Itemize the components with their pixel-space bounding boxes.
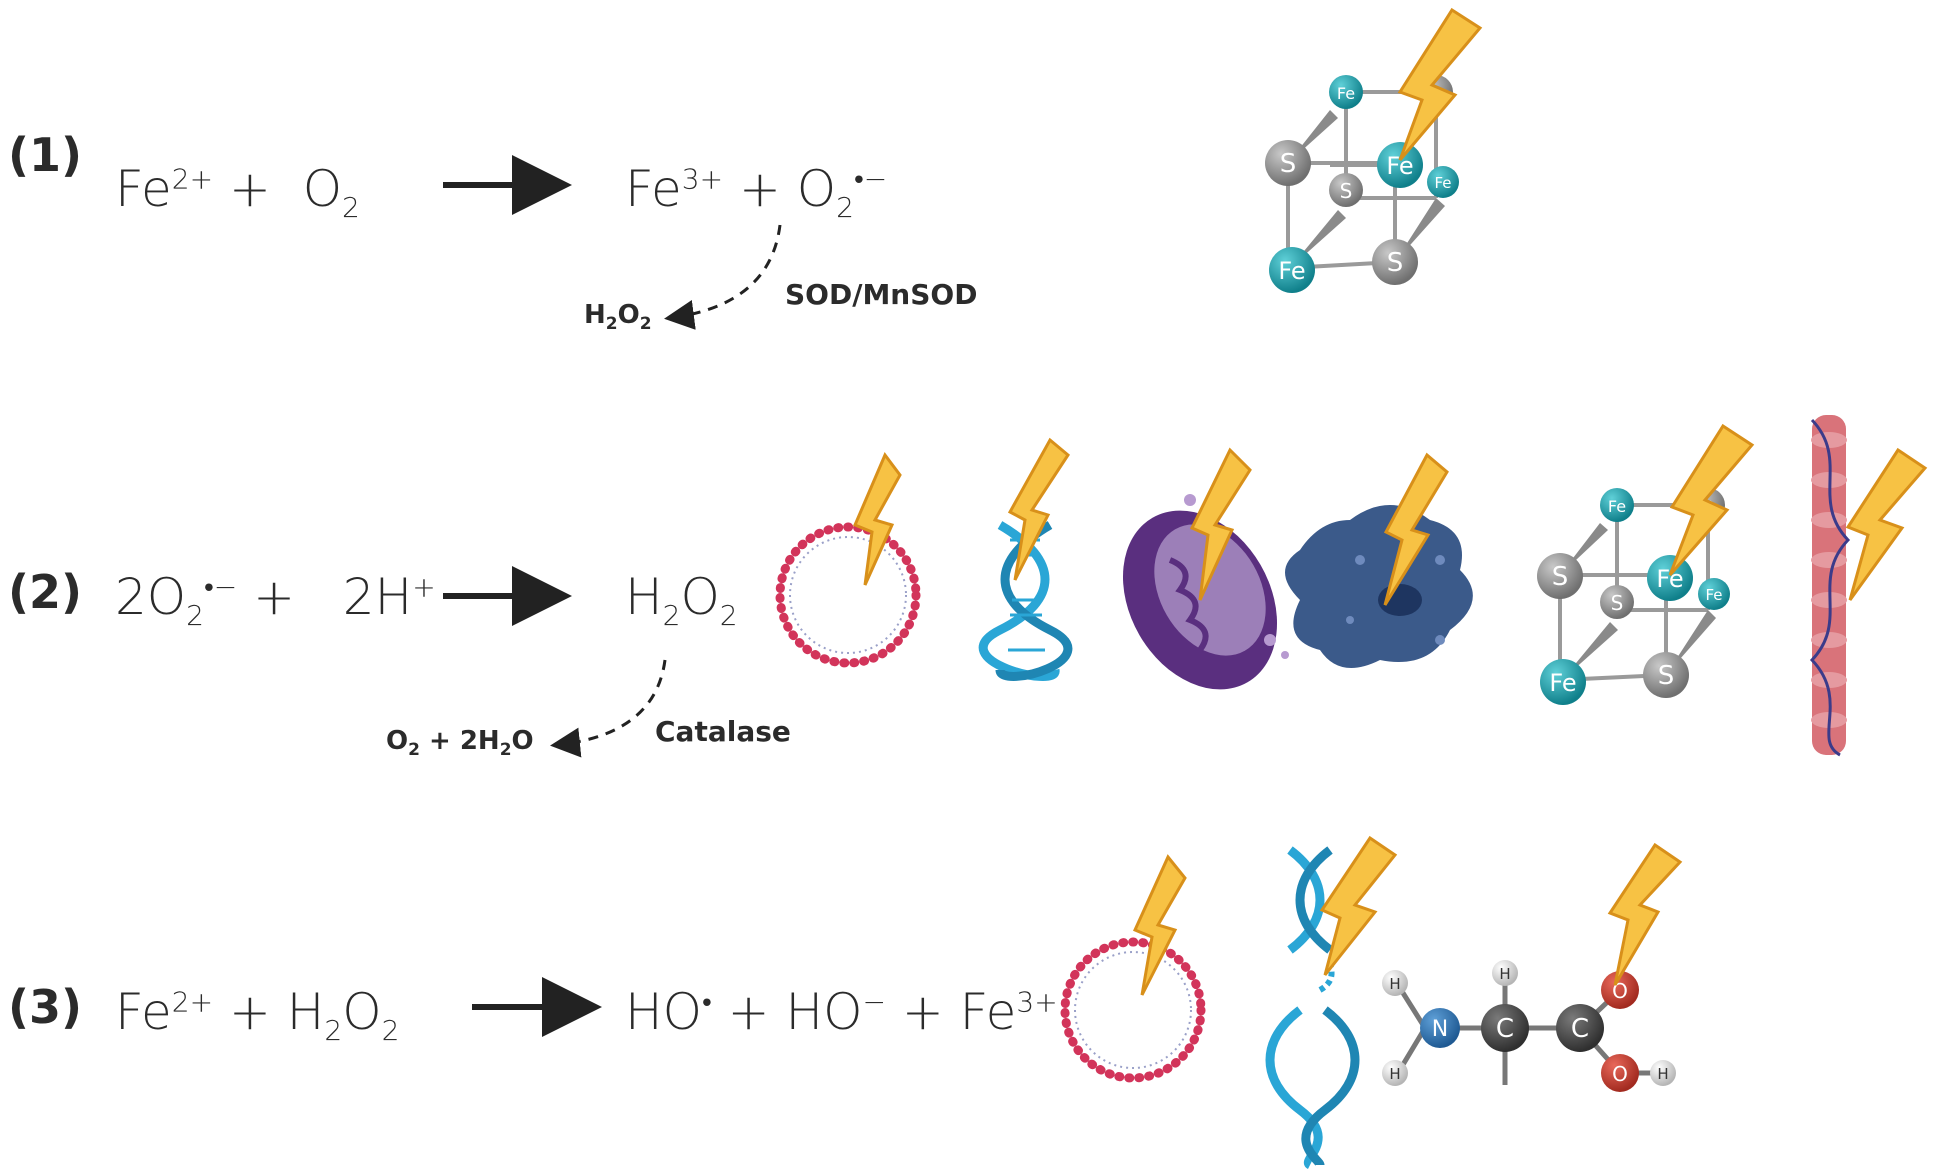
reaction-1-branch-product: H2O2 (584, 300, 652, 335)
lipid-membrane-vesicle-2 (1060, 854, 1206, 1083)
lightning-bolt-icon (1397, 7, 1483, 161)
iron-atom: Fe (1698, 578, 1730, 610)
reaction-2-branch-arrow (550, 659, 667, 758)
hydrogen-atom: H (1650, 1060, 1676, 1086)
iron-atom: Fe (1427, 166, 1459, 198)
oxygen-atom: O (1601, 1054, 1639, 1092)
carbon-atom: C (1481, 1004, 1529, 1052)
sulfur-atom: S (1265, 140, 1311, 186)
lightning-bolt-icon (1319, 835, 1398, 976)
svg-text:S: S (1611, 591, 1624, 615)
iron-atom: Fe (1540, 659, 1586, 705)
svg-text:S: S (1658, 661, 1675, 691)
fe-s-cluster-2: Fe S S S Fe Fe Fe S (1537, 423, 1755, 705)
svg-text:H: H (1499, 965, 1510, 983)
fe-s-cluster-1: Fe S S S Fe Fe Fe S (1265, 7, 1483, 293)
svg-text:H: H (1389, 975, 1400, 993)
lightning-bolt-icon (1383, 452, 1449, 606)
lightning-bolt-icon (1668, 423, 1755, 576)
reaction-1-products: Fe3+ + O2•− (625, 160, 888, 224)
svg-text:C: C (1496, 1014, 1514, 1044)
sulfur-atom: S (1537, 553, 1583, 599)
hydrogen-atom: H (1382, 970, 1408, 996)
reaction-1-enzyme: SOD/MnSOD (785, 278, 978, 311)
svg-text:Fe: Fe (1705, 586, 1722, 604)
reaction-1-number: (1) (8, 128, 83, 182)
iron-atom: Fe (1377, 142, 1423, 188)
reaction-2-branch-product: O2 + 2H2O (386, 726, 534, 761)
mitochondrion (1122, 447, 1289, 690)
svg-text:O: O (1612, 1062, 1628, 1086)
reaction-1-reactants: Fe2+ + O2 (115, 160, 360, 224)
reaction-2-reactants: 2O2•− + 2H+ (115, 568, 436, 632)
svg-text:N: N (1432, 1017, 1448, 1042)
cell (1285, 452, 1473, 668)
amino-acid-molecule: H H H N C C O O H (1382, 842, 1683, 1092)
svg-text:C: C (1571, 1014, 1589, 1044)
iron-atom: Fe (1269, 247, 1315, 293)
reaction-2-enzyme: Catalase (655, 715, 791, 748)
svg-text:S: S (1340, 179, 1353, 203)
lightning-bolt-icon (1607, 842, 1683, 986)
reaction-3-products: HO• + HO− + Fe3+ (625, 983, 1058, 1041)
lightning-bolt-icon (853, 452, 902, 586)
svg-text:Fe: Fe (1656, 565, 1683, 593)
reaction-2-products: H2O2 (625, 568, 738, 632)
dna-strand-2-broken (1265, 835, 1398, 1170)
hydrogen-atom: H (1382, 1060, 1408, 1086)
lightning-bolt-icon (1132, 854, 1187, 996)
carbon-atom: C (1556, 1004, 1604, 1052)
reaction-3-reactants: Fe2+ + H2O2 (115, 983, 400, 1047)
dna-strand-1 (978, 437, 1073, 681)
sulfur-atom: S (1600, 585, 1634, 619)
sulfur-atom: S (1329, 173, 1363, 207)
svg-text:H: H (1657, 1065, 1668, 1083)
svg-text:H: H (1389, 1065, 1400, 1083)
protein-fiber (1809, 415, 1928, 757)
svg-text:S: S (1552, 562, 1569, 592)
svg-text:S: S (1280, 149, 1297, 179)
hydrogen-atom: H (1492, 960, 1518, 986)
sulfur-atom: S (1643, 652, 1689, 698)
svg-text:Fe: Fe (1434, 174, 1451, 192)
iron-atom: Fe (1329, 75, 1363, 109)
lightning-bolt-icon (1845, 447, 1928, 601)
svg-text:Fe: Fe (1337, 84, 1355, 103)
lightning-bolt-icon (1007, 437, 1070, 581)
iron-atom: Fe (1600, 488, 1634, 522)
nitrogen-atom: N (1420, 1008, 1460, 1048)
reaction-3-number: (3) (8, 980, 83, 1034)
svg-text:Fe: Fe (1608, 497, 1626, 516)
svg-text:S: S (1387, 248, 1404, 278)
iron-atom: Fe (1647, 555, 1693, 601)
reaction-1-branch-arrow (664, 224, 782, 330)
lipid-membrane-vesicle-1 (775, 452, 921, 668)
svg-text:Fe: Fe (1549, 669, 1576, 697)
lightning-bolt-icon (1189, 447, 1252, 601)
reaction-2-number: (2) (8, 565, 83, 619)
svg-text:Fe: Fe (1278, 257, 1305, 285)
sulfur-atom: S (1372, 239, 1418, 285)
